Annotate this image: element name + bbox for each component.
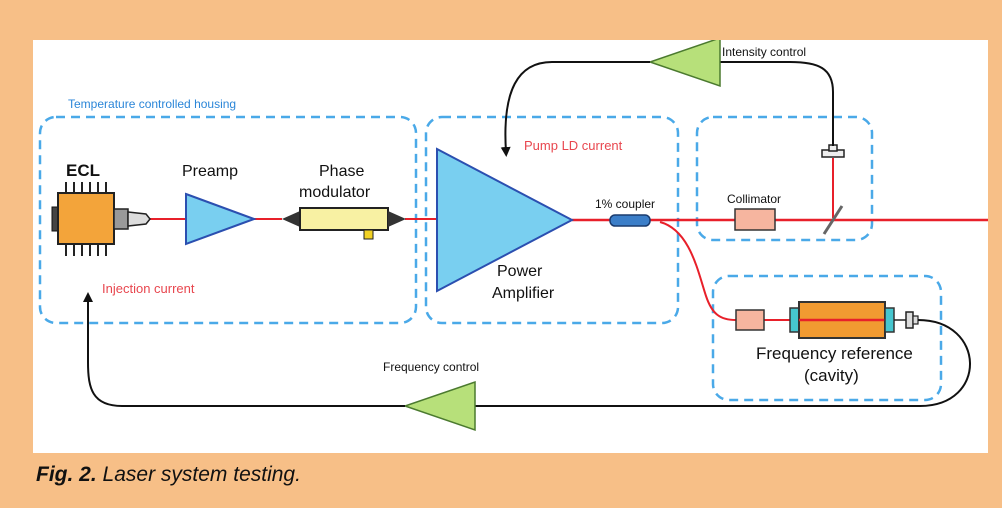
frequency-reference-cavity: [735, 301, 919, 339]
figure-caption-label: Fig. 2.: [36, 463, 97, 486]
frequency-feedback-arrow: [83, 292, 405, 407]
pump-ld-current-label: Pump LD current: [524, 138, 623, 153]
laser-system-diagram: Temperature controlled housing ECL Pream…: [38, 36, 990, 432]
coupler-icon: [609, 214, 651, 227]
collimator-label: Collimator: [727, 192, 781, 206]
ecl-label: ECL: [66, 161, 100, 180]
beam-coupler-tap: [659, 221, 737, 321]
photodetector-top-icon: [821, 144, 845, 158]
figure-caption-text: Laser system testing.: [102, 463, 301, 486]
diagram-panel: Temperature controlled housing ECL Pream…: [33, 36, 990, 453]
frequency-control-label: Frequency control: [383, 360, 479, 374]
beam-splitter-mirror: [822, 205, 844, 235]
ecl-laser: [51, 182, 151, 256]
preamp-label: Preamp: [182, 163, 238, 180]
power-amplifier-label-line2: Amplifier: [492, 285, 555, 302]
frequency-reference-label-line1: Frequency reference: [756, 344, 913, 363]
frequency-reference-label-line2: (cavity): [804, 366, 859, 385]
intensity-control-label: Intensity control: [722, 45, 806, 59]
housing-label: Temperature controlled housing: [68, 97, 236, 111]
power-amplifier-triangle: [436, 147, 575, 293]
figure-caption: Fig. 2. Laser system testing.: [36, 463, 301, 487]
frequency-reference-housing: [711, 274, 943, 402]
coupler-label: 1% coupler: [595, 197, 655, 211]
injection-current-label: Injection current: [102, 281, 195, 296]
power-amplifier-label-line1: Power: [497, 263, 543, 280]
phase-modulator: [282, 207, 406, 240]
collimator-icon: [734, 208, 776, 231]
phase-modulator-label-line1: Phase: [319, 163, 364, 180]
frequency-feedback-wire: [475, 319, 971, 407]
collimator-housing: [695, 115, 874, 242]
preamp-triangle: [185, 192, 257, 246]
frequency-control-amp: [402, 380, 476, 432]
intensity-feedback-wire-b: [720, 61, 834, 93]
phase-modulator-label-line2: modulator: [299, 184, 371, 201]
intensity-control-amp: [647, 36, 721, 88]
intensity-feedback-arrow: [500, 61, 650, 157]
